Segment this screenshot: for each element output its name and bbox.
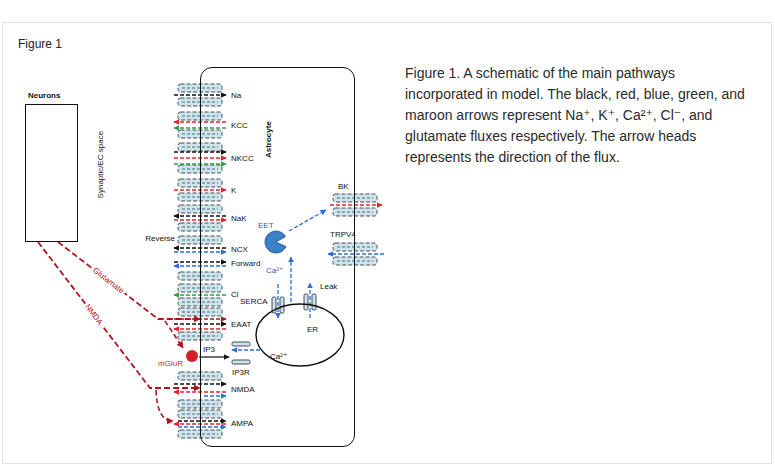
channel-label: IP3R xyxy=(232,368,250,377)
edge-label-pin: Glutamate xyxy=(89,264,127,296)
leak-subunit xyxy=(304,294,308,310)
channel-label: Leak xyxy=(320,282,337,291)
leak-subunit xyxy=(312,294,316,310)
ca-flux xyxy=(232,349,260,350)
ca-signal xyxy=(290,257,291,302)
mode-label: Forward xyxy=(231,259,260,268)
ca-flux xyxy=(328,253,384,254)
channel-label: Na xyxy=(231,91,241,100)
channel-label-pin: TRPV4 xyxy=(330,230,356,239)
channel-label-pin: IP3R xyxy=(232,368,250,377)
node-label-pin: ER xyxy=(307,325,318,334)
ip3r-subunit xyxy=(232,360,250,364)
glutamate-branch xyxy=(165,321,183,348)
channel-label: K xyxy=(231,186,236,195)
serca-flux xyxy=(277,284,278,318)
ip3-signal xyxy=(199,356,229,357)
na-flux xyxy=(178,420,226,421)
node-heading-pin: Neurons xyxy=(28,91,60,100)
figure-caption-pin: Figure 1. A schematic of the main pathwa… xyxy=(405,63,750,168)
channel-label-pin: BK xyxy=(338,182,349,191)
ca-flux xyxy=(204,395,226,396)
ion-label: Ca²⁺ xyxy=(270,352,287,361)
channel-label: NKCC xyxy=(231,154,254,163)
glutamate-connector xyxy=(58,242,200,319)
er-organelle: ER xyxy=(255,303,345,367)
channel-label-pin: NMDA xyxy=(231,385,255,394)
channel-label: Cl xyxy=(231,290,239,299)
channel-label-pin: EAAT xyxy=(231,320,251,329)
channel-label-pin: Cl xyxy=(231,290,239,299)
region-label: Synaptic/EC space xyxy=(96,131,105,199)
node-heading: Neurons xyxy=(28,91,60,100)
receptor-label: mGluR xyxy=(158,359,183,368)
channel-label-pin: KCC xyxy=(231,121,248,130)
channel-subunit xyxy=(333,208,377,216)
serca-subunit xyxy=(280,297,284,313)
er-outline xyxy=(255,303,345,367)
channel-subunit xyxy=(333,243,377,251)
pump-label: SERCA xyxy=(240,297,268,306)
node-heading: Astrocyte xyxy=(263,122,272,159)
mode-label-pin: Reverse xyxy=(145,234,175,243)
channel-label: EAAT xyxy=(231,320,251,329)
figure-title-pin: Figure 1 xyxy=(18,38,62,52)
channel-label-pin: NKCC xyxy=(231,154,254,163)
channel-subunit xyxy=(333,257,377,265)
channel-label: AMPA xyxy=(231,419,253,428)
receptor-label-pin: mGluR xyxy=(158,359,183,368)
figure-title: Figure 1 xyxy=(18,38,62,52)
astrocyte-cell: AstrocyteER xyxy=(200,67,355,447)
edge-label-pin: NMDA xyxy=(82,301,106,328)
neuron-box: Neurons xyxy=(25,104,78,242)
channel-label-pin: NaK xyxy=(231,214,247,223)
channel-label: NMDA xyxy=(231,385,255,394)
channel-label: BK xyxy=(338,182,349,191)
er-membrane xyxy=(256,304,344,366)
mode-label: Reverse xyxy=(145,234,175,243)
ca-flux xyxy=(178,426,226,427)
ion-label-pin: Ca²⁺ xyxy=(266,266,283,275)
mglur-receptor xyxy=(186,350,198,362)
edge-label: Glutamate xyxy=(89,264,127,296)
node-heading-pin: Astrocyte xyxy=(263,122,272,159)
channel-label: KCC xyxy=(231,121,248,130)
channel-label-pin: Leak xyxy=(320,282,337,291)
ion-label: Ca²⁺ xyxy=(266,266,283,275)
edge-label: NMDA xyxy=(82,301,106,328)
node-label: ER xyxy=(307,325,318,334)
channel-subunit xyxy=(333,194,377,202)
figure-frame xyxy=(3,23,772,464)
pump-label-pin: SERCA xyxy=(240,297,268,306)
region-label-pin: Synaptic/EC space xyxy=(96,131,105,199)
mode-label-pin: Forward xyxy=(231,259,260,268)
glutamate-branch xyxy=(156,390,173,421)
messenger-label: IP3 xyxy=(203,345,215,354)
channel-label: TRPV4 xyxy=(330,230,356,239)
channel-label-pin: Na xyxy=(231,91,241,100)
enzyme-label-pin: EET xyxy=(258,221,274,230)
eet-enzyme xyxy=(265,231,286,253)
channel-label-pin: K xyxy=(231,186,236,195)
channel-label: NaK xyxy=(231,214,247,223)
channel-label-pin: NCX xyxy=(231,245,248,254)
channel-label: NCX xyxy=(231,245,248,254)
enzyme-label: EET xyxy=(258,221,274,230)
messenger-label-pin: IP3 xyxy=(203,345,215,354)
glutamate-connector xyxy=(38,242,200,388)
figure-caption: Figure 1. A schematic of the main pathwa… xyxy=(405,63,750,168)
k-flux xyxy=(330,204,382,205)
ip3r-subunit xyxy=(232,342,250,346)
ion-label-pin: Ca²⁺ xyxy=(270,352,287,361)
leak-flux xyxy=(309,283,310,318)
eet-signal xyxy=(289,210,326,231)
channel-label-pin: AMPA xyxy=(231,419,253,428)
